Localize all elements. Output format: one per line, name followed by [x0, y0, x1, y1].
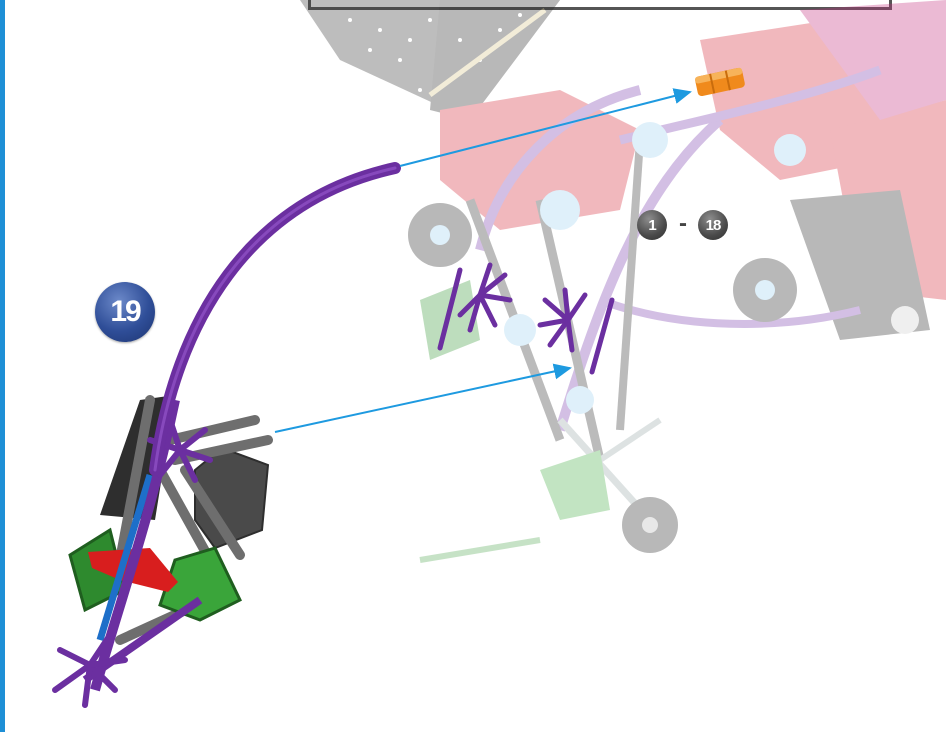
reference-step-separator: -: [674, 211, 692, 237]
arrow-assembly-to-connector: [275, 368, 570, 432]
reference-step-start-badge: 1: [637, 210, 667, 240]
reference-step-end-badge: 18: [698, 210, 728, 240]
step-number-badge: 19: [95, 282, 155, 342]
faded-model-background: [300, 0, 946, 560]
curved-purple-rod: [155, 168, 395, 470]
